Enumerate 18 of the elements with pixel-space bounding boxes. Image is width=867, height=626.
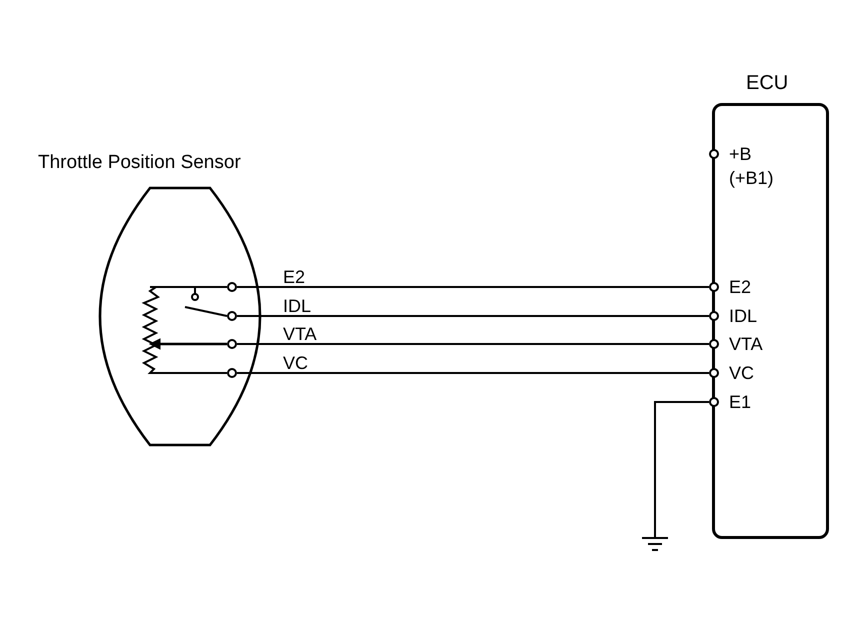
pin-label: E2: [729, 278, 752, 296]
pin-label: +B: [729, 145, 752, 163]
edge-label: VTA: [283, 325, 317, 343]
component-title: ECU: [746, 73, 788, 93]
pin-label: VTA: [729, 335, 763, 353]
edge-label: VC: [283, 354, 308, 372]
wire: [237, 315, 709, 317]
wire: [237, 286, 709, 288]
pin-label: E1: [729, 393, 752, 411]
component-title: Throttle Position Sensor: [38, 153, 241, 172]
edge-label: IDL: [283, 297, 312, 315]
pin-label: (+B1): [729, 169, 774, 187]
pin-label: VC: [729, 364, 754, 382]
pin-label: IDL: [729, 307, 758, 325]
edge-label: E2: [283, 268, 306, 286]
wire: [654, 401, 709, 534]
wire: [237, 343, 709, 345]
wire: [237, 372, 709, 374]
